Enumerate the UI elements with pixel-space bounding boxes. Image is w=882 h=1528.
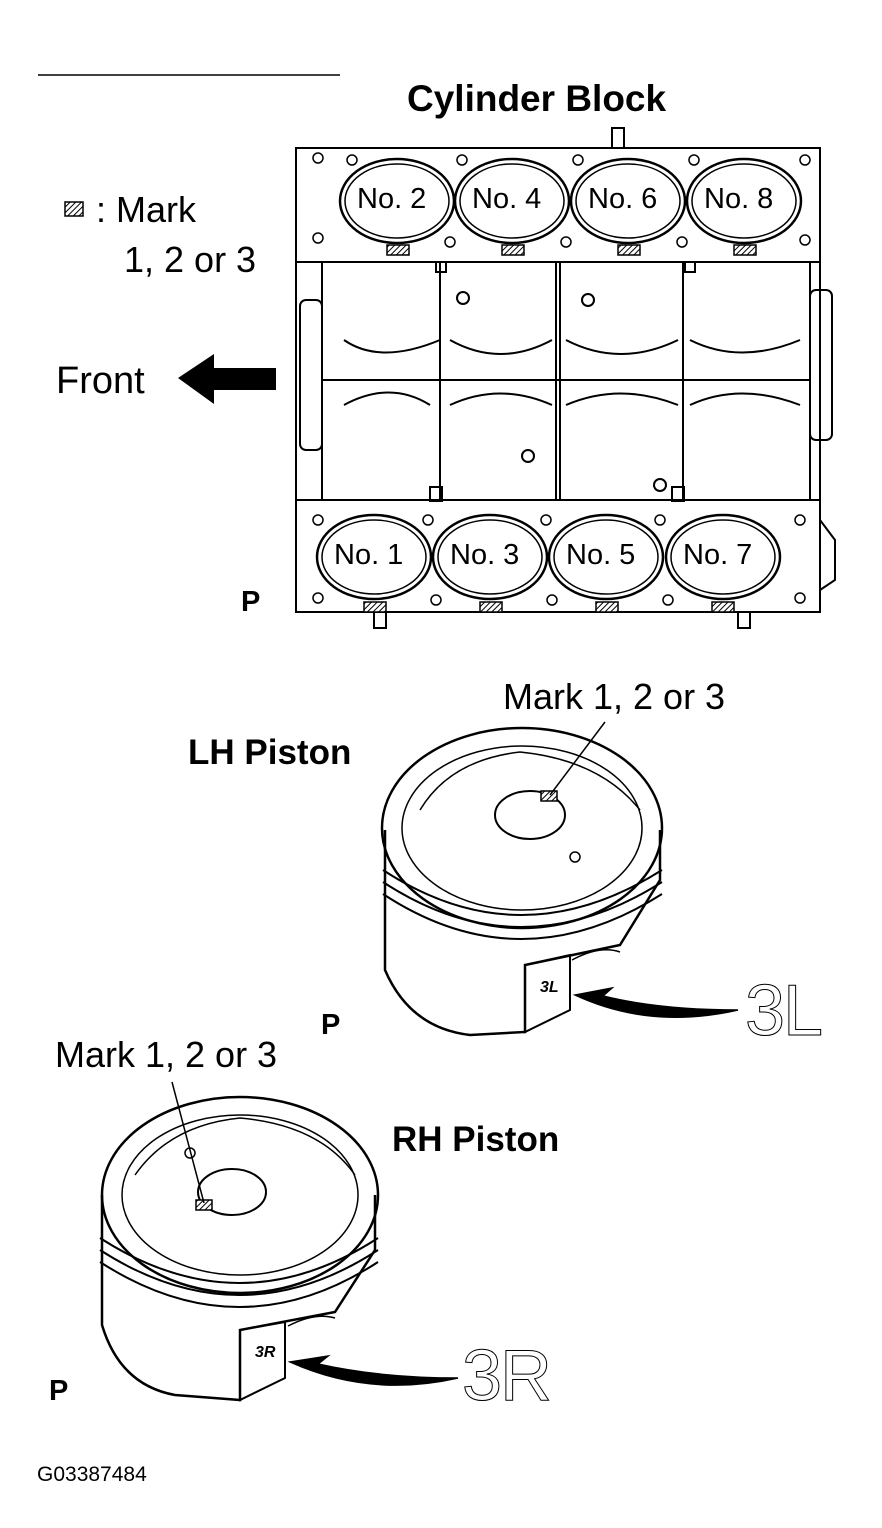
lh-piston-drawing: [380, 726, 664, 1037]
legend-hatch-swatch: [64, 201, 84, 217]
head-bolt-holes: [312, 152, 811, 606]
cylinder-no5: No. 5: [566, 539, 636, 571]
top-bores: [338, 157, 803, 245]
cylinder-no3: No. 3: [450, 539, 520, 571]
cylinder-no2: No. 2: [357, 183, 427, 215]
p-label-block: P: [241, 586, 261, 618]
cylinder-no1: No. 1: [334, 539, 404, 571]
lh-piston-title: LH Piston: [188, 733, 352, 772]
cylinder-block-title: Cylinder Block: [407, 78, 667, 119]
bottom-bores: [315, 513, 782, 601]
rh-mark-callout: Mark 1, 2 or 3: [55, 1034, 278, 1075]
cylinder-block-drawing: [295, 127, 836, 629]
cylinder-no7: No. 7: [683, 539, 753, 571]
lh-code-arrow: [572, 986, 739, 1019]
cylinder-no6: No. 6: [588, 183, 658, 215]
lh-crown-mark: [540, 790, 558, 802]
p-label-rh: P: [49, 1375, 69, 1407]
front-label: Front: [56, 360, 145, 402]
rh-piston-title: RH Piston: [392, 1120, 560, 1159]
p-label-lh: P: [321, 1009, 341, 1041]
lh-side-code: 3L: [744, 971, 823, 1051]
block-grade-marks: [363, 244, 757, 613]
lh-mark-leader: [549, 721, 606, 796]
legend-mark-line1: : Mark: [96, 189, 197, 230]
rh-piston-drawing: [99, 1095, 380, 1402]
rh-crown-mark: [195, 1199, 213, 1211]
legend-mark-line2: 1, 2 or 3: [124, 239, 257, 280]
lh-mark-callout: Mark 1, 2 or 3: [503, 676, 726, 717]
cylinder-no4: No. 4: [472, 183, 542, 215]
cylinder-no8: No. 8: [704, 183, 774, 215]
figure-id: G03387484: [37, 1463, 147, 1486]
rh-code-arrow: [287, 1354, 459, 1386]
front-arrow: [178, 354, 276, 404]
rh-small-code: 3R: [255, 1344, 276, 1361]
lh-small-code: 3L: [540, 979, 559, 996]
rh-side-code: 3R: [461, 1336, 552, 1416]
rh-mark-leader: [171, 1081, 205, 1204]
